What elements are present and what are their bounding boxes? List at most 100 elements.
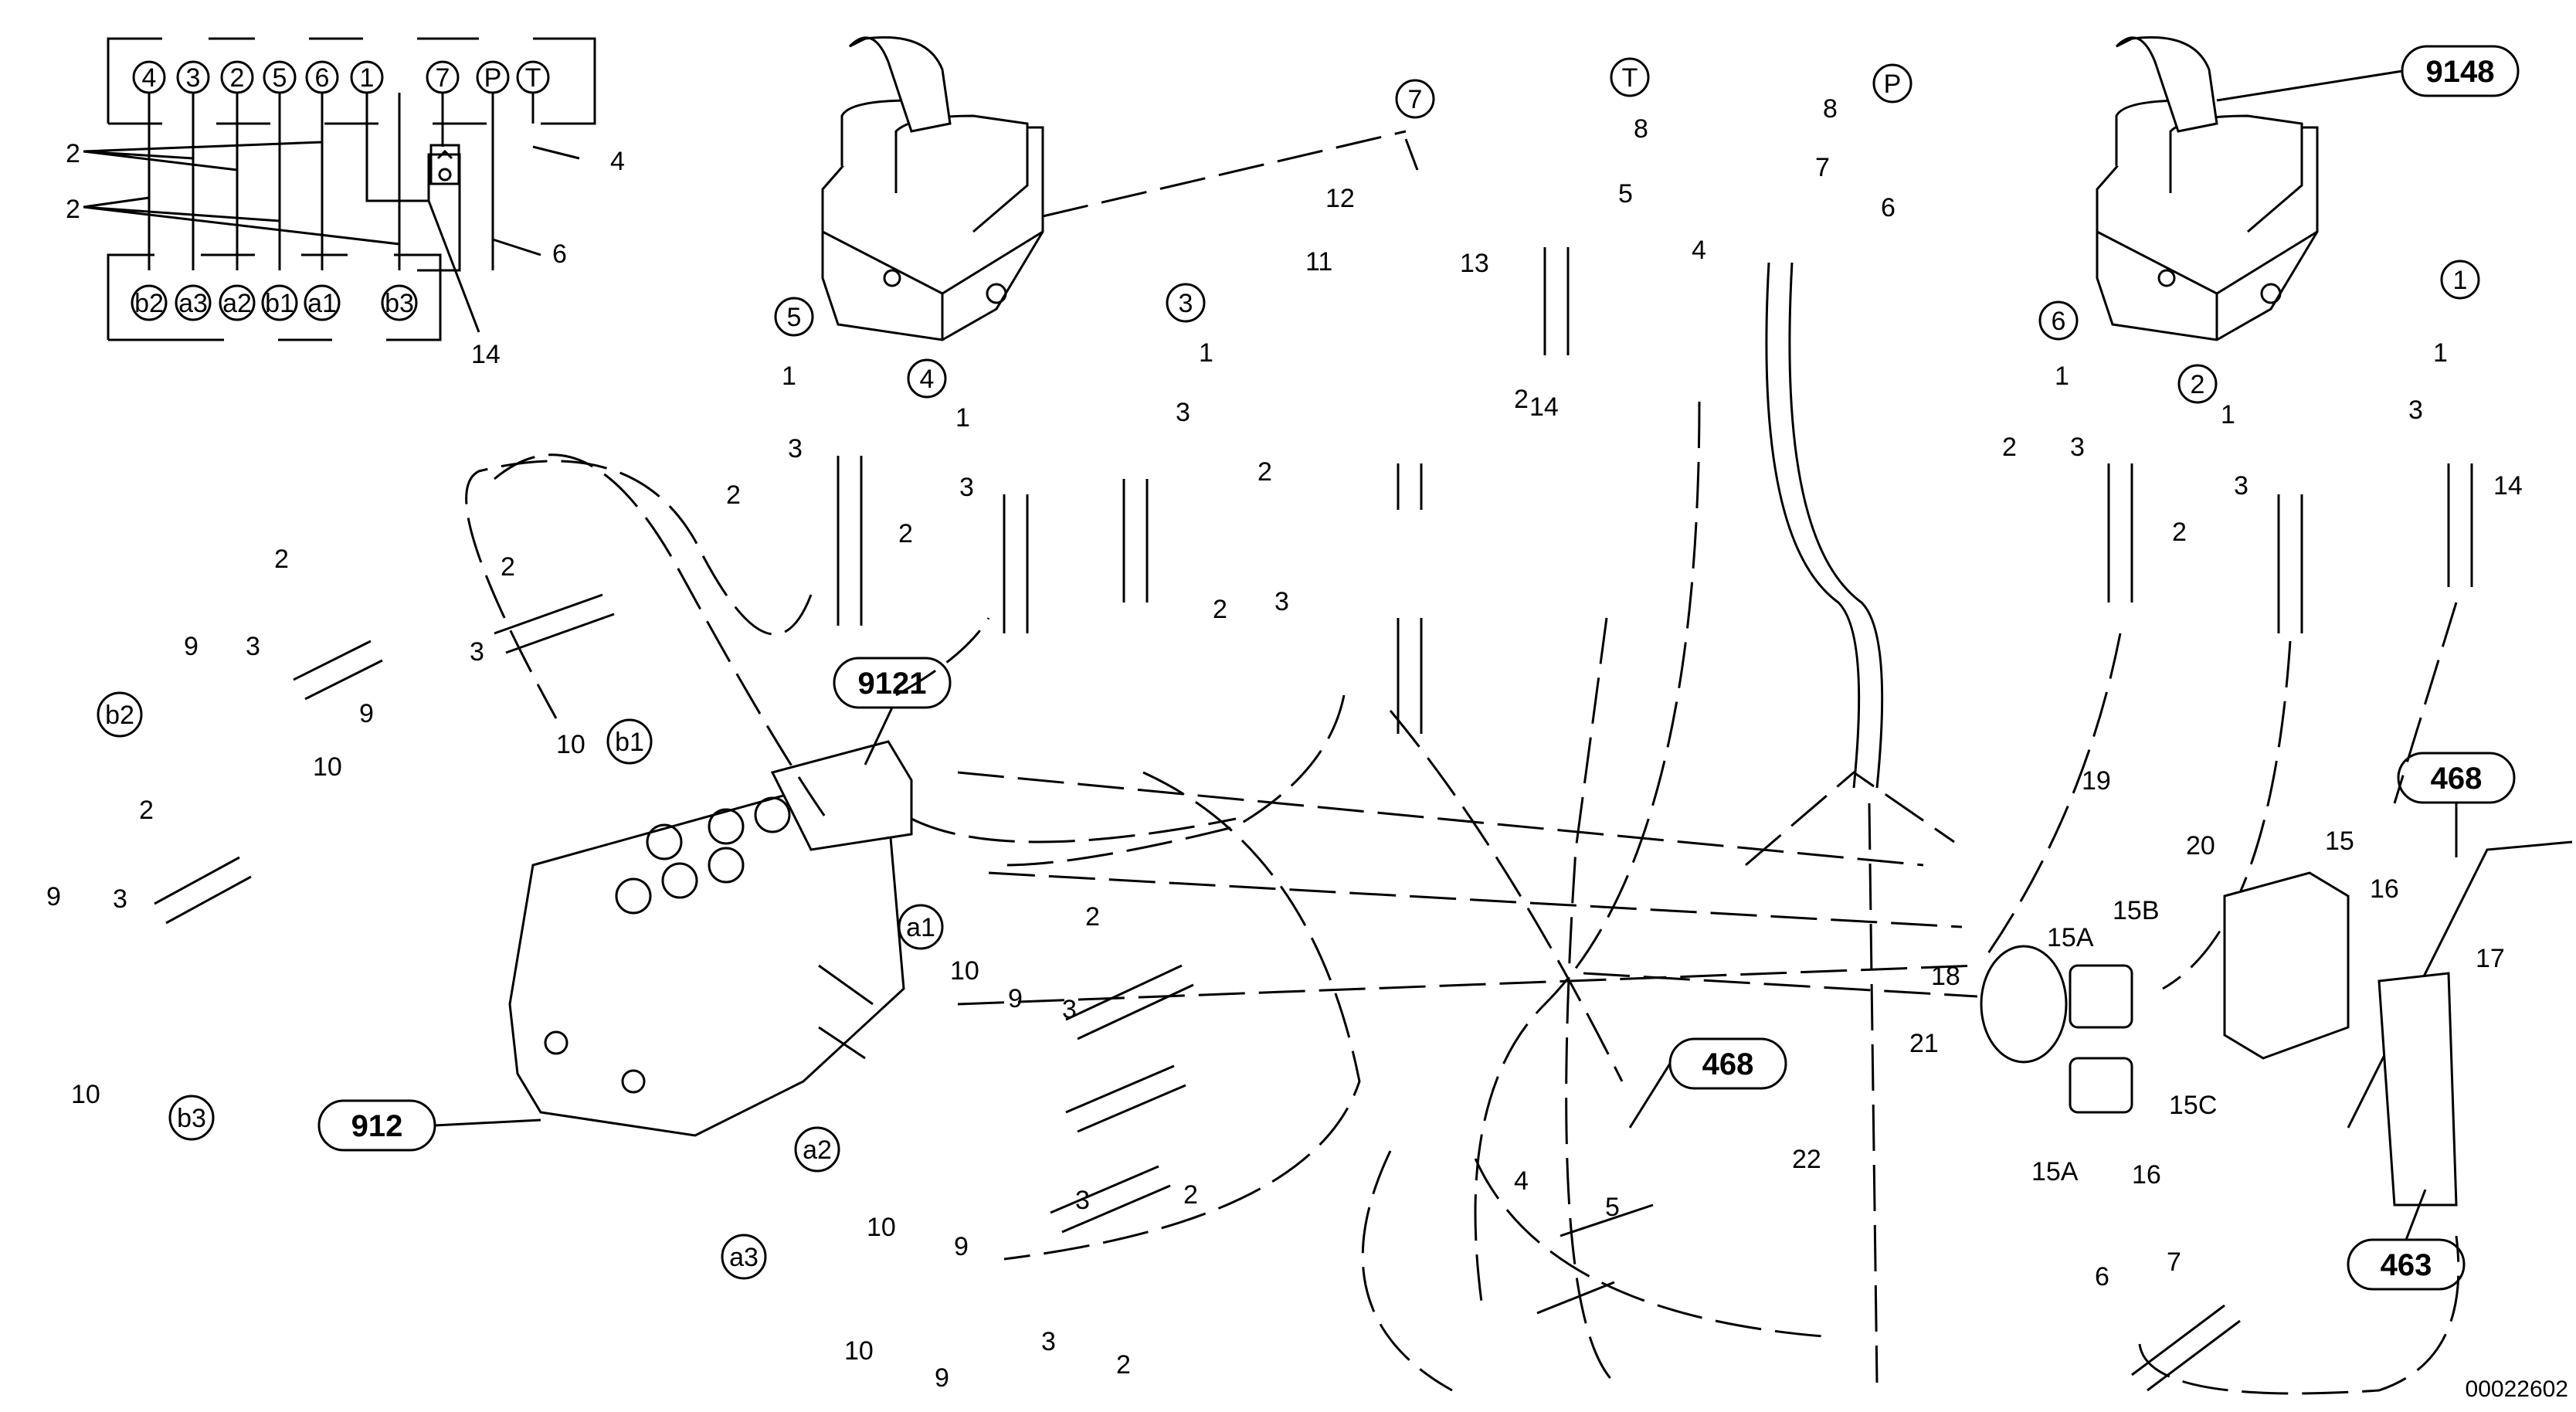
hydraulic-schematic: 4 3 2 5 6 1 7 P T b2 a3 a2 b1 a1 b3 2 2 … <box>66 37 625 369</box>
port-marker: a3 <box>729 1243 759 1272</box>
pilot-control-right <box>2096 36 2319 341</box>
callout: 4 <box>1514 1166 1529 1196</box>
port-marker: 4 <box>920 365 935 394</box>
callout: 2 <box>1213 595 1227 624</box>
ref-box[interactable]: 468 <box>1668 1037 1787 1090</box>
callout: 2 <box>1116 1350 1131 1380</box>
callout: 1 <box>2221 400 2235 429</box>
port-marker: 1 <box>2453 266 2468 295</box>
part-callouts: 8 8 5 7 4 6 12 13 11 14 1 1 1 3 3 3 2 2 … <box>46 94 2523 1393</box>
schematic-callout: 2 <box>66 195 80 224</box>
ref-box[interactable]: 9121 <box>833 657 952 709</box>
port-marker: T <box>1622 63 1638 93</box>
callout: 2 <box>274 545 289 574</box>
callout: 10 <box>844 1336 874 1366</box>
callout: 2 <box>501 552 515 582</box>
schematic-top-ports: 4 3 2 5 6 1 7 P T <box>132 60 550 94</box>
callout: 1 <box>2055 361 2069 391</box>
schematic-callout: 4 <box>610 147 625 176</box>
callout: 9 <box>359 699 374 728</box>
callout: 15A <box>2047 923 2094 952</box>
callout: 3 <box>1062 995 1077 1024</box>
callout: 2 <box>2172 518 2187 547</box>
callout: 10 <box>556 730 585 759</box>
schematic-port-label: 1 <box>360 63 375 93</box>
callout: 9 <box>184 632 199 661</box>
port-marker: 7 <box>1408 85 1423 114</box>
ref-box[interactable]: 912 <box>317 1099 436 1152</box>
svg-text:9121: 9121 <box>858 667 927 701</box>
port-marker: a2 <box>803 1135 832 1165</box>
callout: 14 <box>1529 392 1559 422</box>
callout: 7 <box>1815 153 1830 182</box>
callout: 4 <box>1692 236 1706 265</box>
relief-valve-assembly <box>1980 871 2458 1207</box>
port-marker: 2 <box>2191 370 2205 399</box>
callout: 3 <box>1075 1186 1090 1215</box>
reference-boxes: 9148 9121 912 468 468 463 <box>317 45 2520 1291</box>
schematic-port-label: T <box>525 63 541 93</box>
callout: 13 <box>1460 249 1489 278</box>
schematic-port-label: P <box>484 63 502 93</box>
schematic-callout: 14 <box>471 340 501 369</box>
schematic-port-label: a3 <box>178 289 208 318</box>
callout: 3 <box>2234 471 2248 501</box>
callout: 3 <box>1176 398 1190 427</box>
schematic-port-label: 7 <box>436 63 450 93</box>
svg-text:468: 468 <box>1702 1047 1754 1081</box>
callout: 14 <box>2493 471 2523 501</box>
port-marker: b3 <box>177 1104 206 1133</box>
port-marker: a1 <box>906 913 935 942</box>
callout: 3 <box>2070 433 2085 462</box>
callout: 1 <box>1199 338 1213 368</box>
callout: 9 <box>46 882 61 911</box>
callout: 6 <box>1881 193 1896 222</box>
schematic-callout: 6 <box>552 239 567 269</box>
port-marker: b1 <box>615 728 644 757</box>
schematic-port-label: b3 <box>385 289 414 318</box>
callout: 2 <box>1514 385 1529 414</box>
callout: 20 <box>2186 831 2215 860</box>
port-marker: 3 <box>1179 289 1193 318</box>
callout: 3 <box>1041 1327 1056 1356</box>
svg-text:912: 912 <box>351 1109 403 1143</box>
callout: 17 <box>2476 944 2505 973</box>
callout: 16 <box>2132 1160 2161 1190</box>
callout: 2 <box>2002 433 2017 462</box>
schematic-port-label: 3 <box>186 63 201 93</box>
callout: 21 <box>1909 1029 1939 1058</box>
schematic-port-label: 5 <box>273 63 287 93</box>
ref-box[interactable]: 463 <box>2347 1238 2466 1291</box>
schematic-port-label: 4 <box>142 63 157 93</box>
callout: 10 <box>950 956 979 986</box>
port-marker: P <box>1884 70 1902 99</box>
callout: 3 <box>1274 587 1289 616</box>
port-marker: 5 <box>787 303 802 332</box>
callout: 3 <box>113 884 127 914</box>
callout: 8 <box>1823 94 1838 124</box>
callout: 9 <box>954 1232 969 1261</box>
schematic-port-label: b1 <box>265 289 294 318</box>
ref-box[interactable]: 9148 <box>2401 45 2520 97</box>
schematic-bottom-ports: b2 a3 a2 b1 a1 b3 <box>131 284 418 321</box>
svg-text:468: 468 <box>2431 762 2483 796</box>
callout: 19 <box>2082 766 2111 796</box>
callout: 2 <box>726 480 741 510</box>
callout: 5 <box>1605 1193 1620 1222</box>
svg-text:463: 463 <box>2381 1248 2432 1282</box>
callout: 3 <box>959 473 974 502</box>
callout: 3 <box>246 632 260 661</box>
callout: 5 <box>1618 179 1633 209</box>
callout: 1 <box>2433 338 2448 368</box>
callout: 10 <box>71 1080 100 1109</box>
callout: 15C <box>2169 1091 2217 1120</box>
port-markers: T P 7 5 4 3 6 2 1 b2 b1 a1 a2 a3 b3 <box>97 57 2480 1280</box>
ref-box[interactable]: 468 <box>2397 752 2516 804</box>
callout: 12 <box>1325 184 1355 213</box>
callout: 11 <box>1305 247 1332 277</box>
callout: 9 <box>935 1363 949 1393</box>
callout: 2 <box>1183 1180 1198 1210</box>
callout: 6 <box>2095 1262 2109 1292</box>
schematic-callout: 2 <box>66 139 80 168</box>
